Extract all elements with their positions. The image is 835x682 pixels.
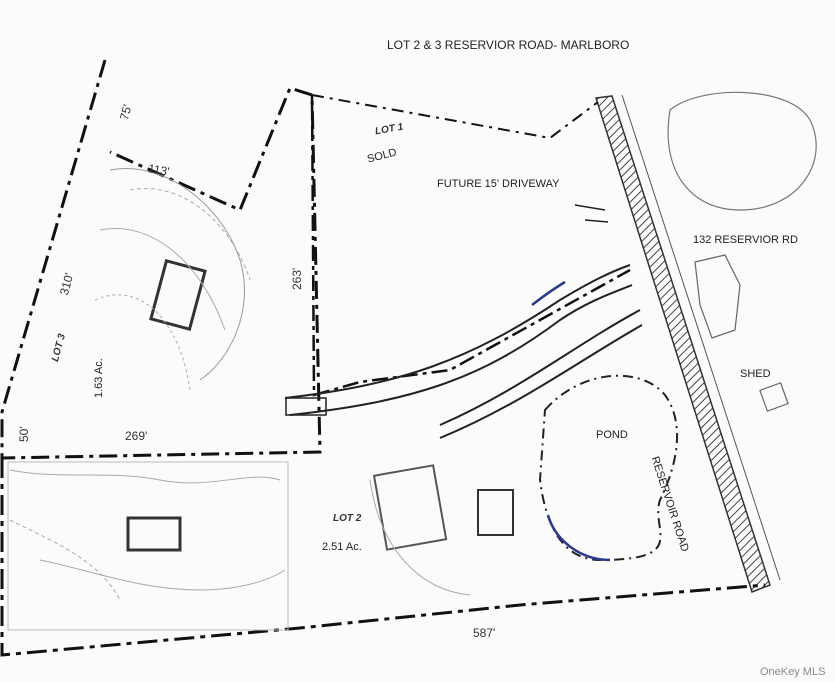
lot3-contour-1 <box>109 168 245 381</box>
pond-outline <box>538 374 679 562</box>
lot1-boundary <box>311 94 599 140</box>
lot3-contour-3 <box>99 228 226 331</box>
lot3-area: 1.63 Ac. <box>93 358 105 398</box>
shed-label: SHED <box>740 368 771 380</box>
lot2-east-house <box>372 464 448 551</box>
future-drive-line-2 <box>584 219 609 223</box>
blue-mark <box>531 280 566 306</box>
pond-blue <box>546 514 611 562</box>
lot3-contour-4 <box>94 294 191 391</box>
future-drive-line-1 <box>574 204 606 211</box>
lot3-house <box>149 259 207 331</box>
driveway-branch-2 <box>439 324 643 439</box>
dimension-263: 263' <box>290 267 304 290</box>
lot2-west-area <box>7 461 289 631</box>
driveway-upper <box>284 264 631 399</box>
lot2-contour-4 <box>369 479 471 596</box>
driveway-branch-1 <box>439 309 641 426</box>
lot2-contour-2 <box>9 519 121 601</box>
lot2-boundary <box>0 458 766 657</box>
watermark: OneKey MLS <box>760 666 826 678</box>
lot3-boundary <box>0 59 322 460</box>
lot2-west-house <box>126 516 182 552</box>
neighbor-label: 132 RESERVIOR RD <box>693 234 798 246</box>
driveway-label: FUTURE 15' DRIVEWAY <box>437 178 560 190</box>
road-strip <box>595 95 771 593</box>
page-title: LOT 2 & 3 RESERVIOR ROAD- MARLBORO <box>387 38 630 52</box>
dimension-50: 50' <box>17 426 31 442</box>
lot3-contour-2 <box>129 188 251 281</box>
lot2-contour-1 <box>9 469 281 484</box>
lot2-contour-3 <box>39 559 286 591</box>
dimension-587: 587' <box>473 626 496 640</box>
road-edge <box>621 94 781 581</box>
lot2-east-garage <box>477 489 514 536</box>
neighbor-building <box>694 254 741 339</box>
shed-box <box>759 382 789 412</box>
lot2-area: 2.51 Ac. <box>322 541 362 553</box>
driveway-lower <box>289 284 633 416</box>
lot2-name: LOT 2 <box>333 513 362 524</box>
pond-label: POND <box>596 429 628 441</box>
driveway-stub <box>285 397 327 416</box>
neighbor-outline <box>667 91 817 211</box>
dimension-269: 269' <box>125 429 148 443</box>
